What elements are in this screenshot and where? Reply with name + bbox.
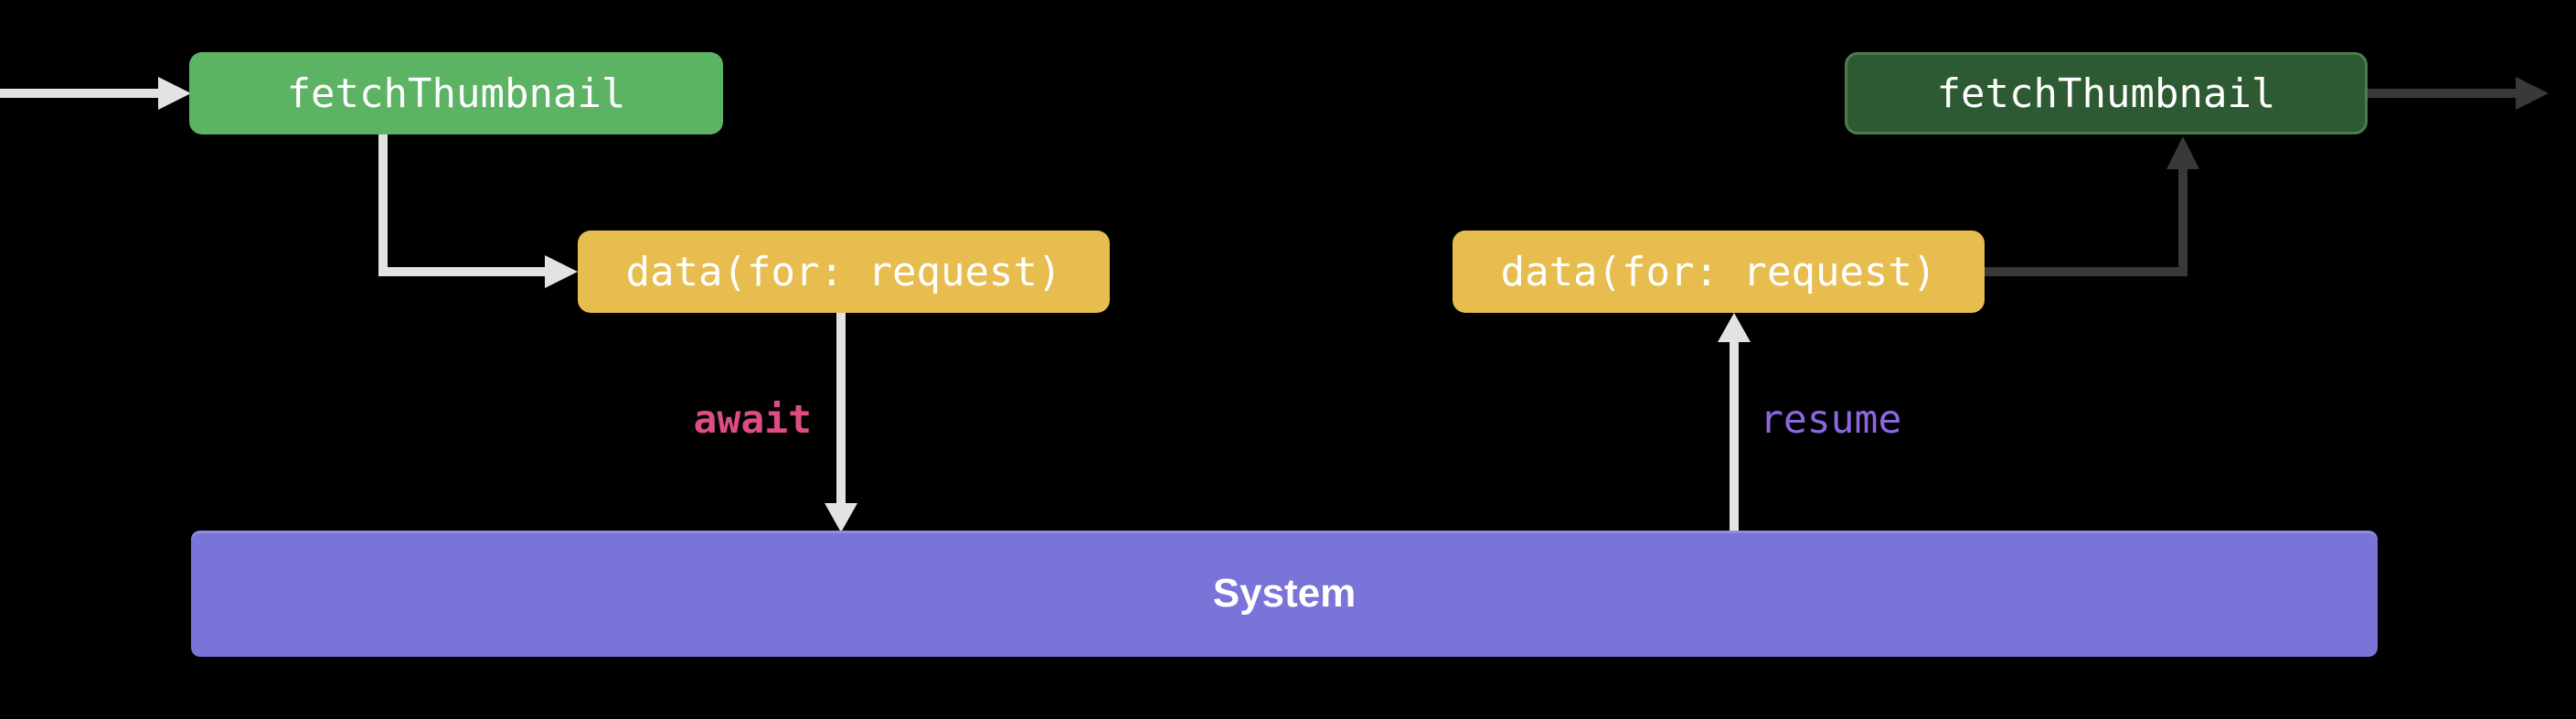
data-for-request-box-left: data(for: request) (578, 231, 1110, 313)
exit-arrow (2368, 77, 2549, 110)
data-for-request-label: data(for: request) (1500, 248, 1937, 295)
await-keyword-label: await (693, 397, 812, 443)
await-arrow (825, 313, 857, 532)
resume-keyword-label: resume (1760, 397, 1902, 443)
fetch-thumbnail-box-active: fetchThumbnail (189, 52, 723, 134)
resume-arrow (1718, 313, 1751, 531)
system-label: System (1212, 571, 1357, 616)
return-elbow-arrow (1985, 136, 2199, 276)
system-bar: System (191, 531, 2378, 657)
data-for-request-label: data(for: request) (625, 248, 1062, 295)
data-for-request-box-right: data(for: request) (1453, 231, 1985, 313)
fetch-thumbnail-label: fetchThumbnail (1936, 70, 2276, 117)
fetch-thumbnail-label: fetchThumbnail (286, 70, 626, 117)
call-elbow-arrow (378, 134, 578, 288)
fetch-thumbnail-box-inactive: fetchThumbnail (1845, 52, 2368, 134)
entry-arrow (0, 77, 191, 110)
